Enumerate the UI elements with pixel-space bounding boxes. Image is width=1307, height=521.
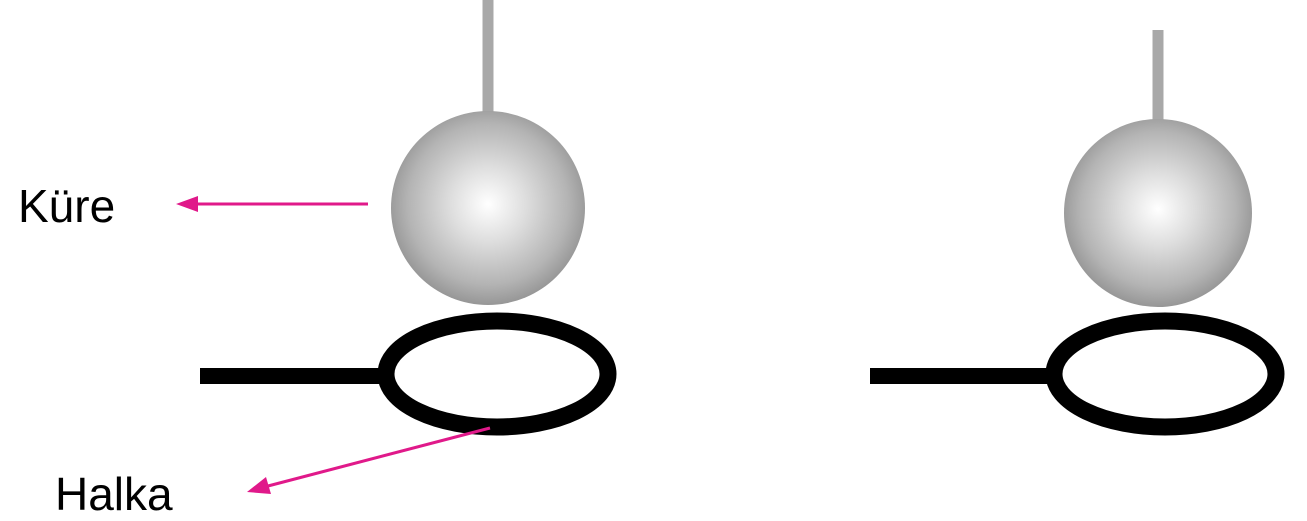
ring-label: Halka xyxy=(55,468,173,520)
ring-arrow xyxy=(247,428,490,494)
left-ring xyxy=(386,321,608,427)
sphere-callout: Küre xyxy=(18,180,368,232)
sphere-arrow xyxy=(176,196,368,212)
ring-callout: Halka xyxy=(55,428,490,520)
left-apparatus xyxy=(200,0,608,427)
sphere-label: Küre xyxy=(18,180,115,232)
right-ring xyxy=(1054,321,1276,427)
right-apparatus xyxy=(870,30,1276,427)
left-sphere xyxy=(391,111,585,305)
right-sphere xyxy=(1064,119,1252,307)
